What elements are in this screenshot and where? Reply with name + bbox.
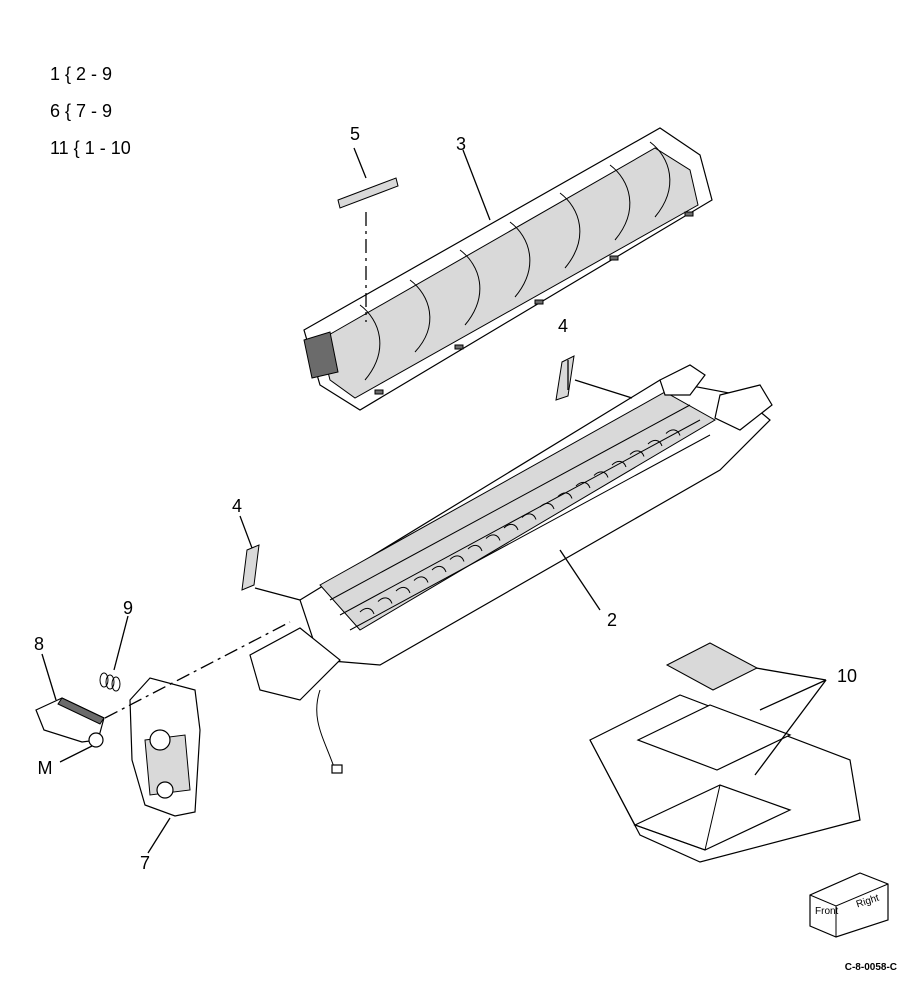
legend-line-3: 11 { 1 - 10 <box>50 138 131 158</box>
auger-coil <box>485 534 501 541</box>
auger-coil <box>593 471 609 478</box>
callout-8: 8 <box>33 634 44 654</box>
cube-front-label: Front <box>815 906 839 917</box>
auger-coil <box>503 523 519 531</box>
auger-coil <box>665 429 681 436</box>
label-strip-part <box>337 177 399 209</box>
callout-m: M <box>37 758 53 778</box>
clip-left-part <box>241 544 260 591</box>
lever-part <box>35 697 105 748</box>
auger-coil <box>521 513 537 520</box>
auger-coil <box>557 492 573 499</box>
callout-4-top: 4 <box>557 316 568 336</box>
legend-line-1: 1 { 2 - 9 <box>50 64 113 84</box>
callout-4-left: 4 <box>231 496 242 516</box>
auger-coil <box>629 450 645 457</box>
callout-5: 5 <box>349 124 360 144</box>
main-assembly-part <box>249 364 773 774</box>
callout-7: 7 <box>139 853 150 873</box>
auger-coil <box>611 460 627 468</box>
auger-coil <box>359 607 375 615</box>
auger-coil <box>467 544 483 552</box>
leader-lines <box>41 147 827 854</box>
auger-coil <box>431 565 447 573</box>
callout-2: 2 <box>606 610 617 630</box>
upper-cover-part <box>303 127 713 411</box>
auger-coil <box>377 597 393 604</box>
orientation-cube <box>809 872 889 938</box>
spring-part <box>99 672 121 692</box>
callout-3: 3 <box>455 134 466 154</box>
figure-id: C-8-0058-C <box>844 962 897 973</box>
documentation-kit-part <box>589 642 861 863</box>
auger-coil <box>395 586 411 594</box>
auger-coil <box>449 555 465 562</box>
end-bracket-part <box>129 677 201 817</box>
clip-top-part <box>555 355 575 401</box>
auger-coil <box>647 439 663 447</box>
callout-10: 10 <box>836 666 858 686</box>
legend-line-2: 6 { 7 - 9 <box>50 101 113 121</box>
auger-coil <box>539 502 555 510</box>
auger-coil <box>575 481 591 489</box>
callout-9: 9 <box>122 598 133 618</box>
auger-coil <box>413 576 429 583</box>
